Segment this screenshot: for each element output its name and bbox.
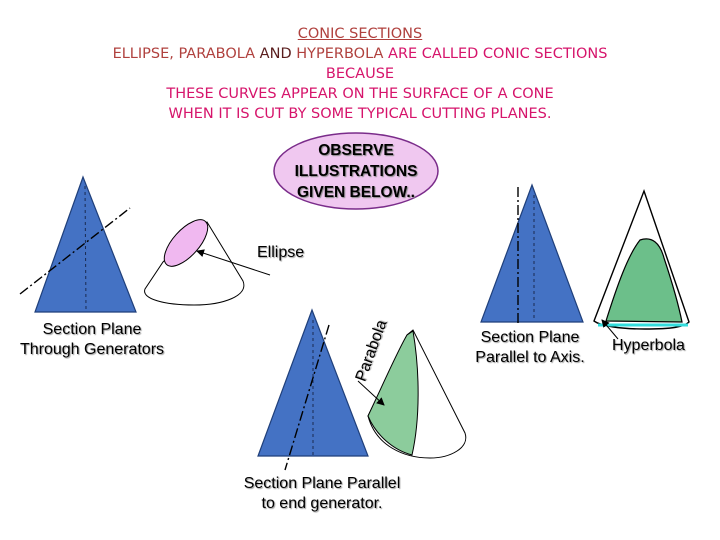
ellipse-caption-line-1: Section Plane (42, 321, 142, 338)
heading-title: CONIC SECTIONS (297, 26, 423, 42)
cutting-plane-line (284, 324, 330, 471)
heading-hyperbola: HYPERBOLA (296, 46, 384, 62)
ellipse-label: Ellipse (257, 244, 305, 261)
cut-cone-outline (144, 221, 245, 306)
heading-line-3: BECAUSE (325, 66, 395, 82)
hyperbola-label: Hyperbola (612, 337, 685, 354)
hyperbola-caption: Section Plane Parallel to Axis. (455, 328, 605, 368)
cutting-plane-line (19, 207, 131, 295)
ellipse-figure (19, 175, 271, 313)
heading-rest: ARE CALLED CONIC SECTIONS (383, 46, 608, 62)
cone-ellipse-section (34, 175, 137, 313)
callout-line-3: GIVEN BELOW.. (297, 184, 415, 201)
hyperbola-section-shape (605, 238, 683, 323)
heading: CONIC SECTIONS ELLIPSE, PARABOLA AND HYP… (0, 24, 720, 124)
parabola-section-shape (367, 330, 419, 456)
cone-hyperbola-section (480, 183, 584, 323)
parabola-caption: Section Plane Parallel to end generator. (222, 474, 422, 514)
cone-axis-line (84, 185, 87, 311)
callout-line-1: OBSERVE (318, 142, 394, 159)
parabola-figure (257, 308, 467, 471)
heading-line-5: WHEN IT IS CUT BY SOME TYPICAL CUTTING P… (168, 106, 552, 122)
parabola-pointer-arrow (357, 380, 385, 406)
parabola-caption-line-2: to end generator. (261, 495, 383, 512)
ellipse-caption-line-2: Through Generators (19, 341, 165, 358)
heading-and: AND (255, 46, 297, 62)
callout-bubble (273, 132, 439, 210)
hyperbola-caption-line-1: Section Plane (480, 329, 580, 346)
heading-ellipse-parabola: ELLIPSE, PARABOLA (112, 46, 256, 62)
heading-line-4: THESE CURVES APPEAR ON THE SURFACE OF A … (166, 86, 554, 102)
hyperbola-caption-line-2: Parallel to Axis. (475, 349, 585, 366)
hyperbola-pointer-arrow (601, 319, 619, 340)
heading-line-2: ELLIPSE, PARABOLA AND HYPERBOLA ARE CALL… (0, 44, 720, 64)
parabola-caption-line-1: Section Plane Parallel (243, 475, 401, 492)
ellipse-caption: Section Plane Through Generators (2, 320, 182, 360)
observe-callout-text: OBSERVE ILLUSTRATIONS GIVEN BELOW.. (273, 140, 439, 203)
hyperbola-figure (480, 183, 690, 340)
ellipse-section-shape (163, 219, 209, 267)
callout-line-2: ILLUSTRATIONS (294, 163, 418, 180)
ellipse-pointer-arrow (196, 249, 271, 276)
